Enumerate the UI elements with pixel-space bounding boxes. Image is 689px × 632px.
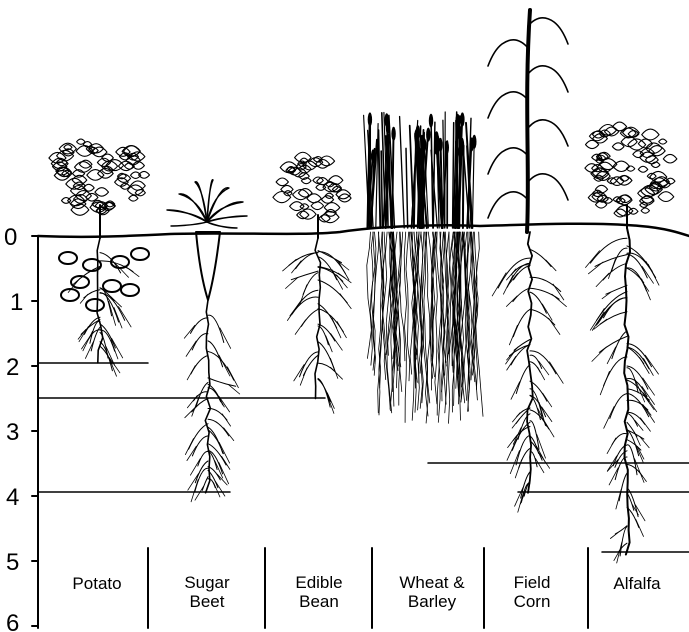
- potato-tuber: [86, 299, 104, 311]
- depth-label-1: 1: [10, 289, 23, 316]
- label-alfalfa: Alfalfa: [613, 574, 661, 593]
- potato-tuber: [131, 248, 149, 260]
- depth-marker-lines: [38, 363, 689, 492]
- potato-tuber: [121, 284, 139, 296]
- crop-illustrations: [49, 10, 677, 563]
- wheat-barley-plant: [364, 112, 483, 423]
- depth-label-3: 3: [6, 419, 19, 446]
- depth-label-4: 4: [6, 484, 19, 511]
- sugar-beet-plant: [167, 180, 247, 502]
- alfalfa-plant: [585, 122, 677, 563]
- depth-label-5: 5: [6, 549, 19, 576]
- label-potato: Potato: [72, 574, 121, 593]
- depth-label-2: 2: [6, 354, 19, 381]
- depth-labels: 0 1 2 3 4 5 6: [4, 224, 23, 632]
- potato-tuber: [59, 252, 77, 264]
- label-wheat-barley: Wheat &Barley: [399, 573, 465, 611]
- field-corn-plant: [488, 10, 568, 512]
- depth-label-0: 0: [4, 224, 17, 251]
- edible-bean-plant: [273, 152, 351, 413]
- potato-tuber: [71, 276, 89, 288]
- depth-label-6: 6: [6, 610, 19, 632]
- potato-plant: [49, 139, 150, 376]
- potato-tuber: [103, 280, 121, 292]
- ground-line: [38, 224, 689, 237]
